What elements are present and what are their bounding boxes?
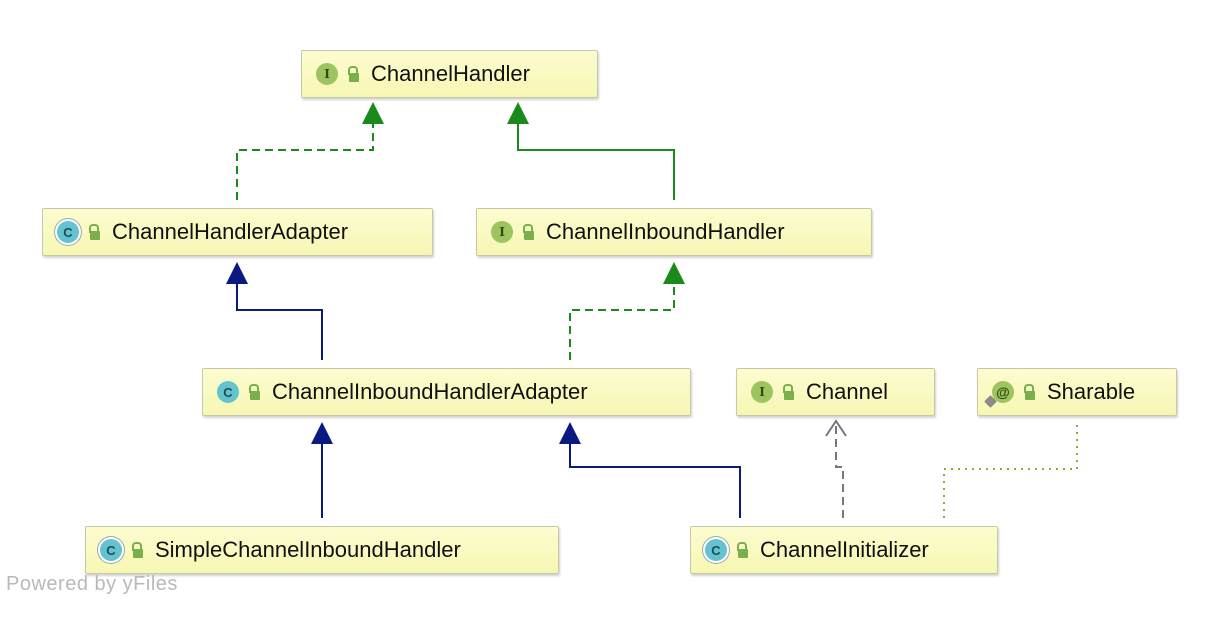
watermark-text: Powered by yFiles	[6, 573, 178, 595]
public-access-icon	[735, 542, 748, 558]
node-label: Sharable	[1047, 379, 1136, 404]
node-label: ChannelInboundHandlerAdapter	[272, 379, 588, 404]
node-channel-inbound-handler[interactable]: I ChannelInboundHandler	[476, 208, 872, 256]
abstract-class-icon: C	[705, 539, 727, 561]
edge-initializer-extends-inbound-adapter	[569, 442, 741, 518]
public-access-icon	[781, 384, 794, 400]
node-label: ChannelInboundHandler	[546, 219, 785, 244]
public-access-icon	[87, 224, 100, 240]
arrowhead-implements	[663, 262, 685, 284]
arrowhead-uses	[825, 419, 847, 437]
node-label: ChannelHandlerAdapter	[112, 219, 349, 244]
abstract-class-icon: C	[57, 221, 79, 243]
node-channel-initializer[interactable]: C ChannelInitializer	[690, 526, 998, 574]
interface-icon: I	[316, 63, 338, 85]
node-channel-handler-adapter[interactable]: C ChannelHandlerAdapter	[42, 208, 433, 256]
node-label: Channel	[806, 379, 888, 404]
annotation-icon: @	[984, 381, 1014, 408]
edge-inbound-adapter-implements-inbound	[569, 282, 675, 360]
node-channel-handler[interactable]: I ChannelHandler	[301, 50, 598, 98]
node-label: ChannelHandler	[371, 61, 530, 86]
node-label: ChannelInitializer	[760, 537, 929, 562]
node-channel[interactable]: I Channel	[736, 368, 935, 416]
node-sharable[interactable]: @ Sharable	[977, 368, 1177, 416]
public-access-icon	[1022, 384, 1035, 400]
edge-inbound-extends-handler	[517, 122, 675, 200]
class-icon: C	[217, 381, 239, 403]
arrowhead-extends	[226, 262, 248, 284]
arrowhead-extends-interface	[507, 102, 529, 124]
public-access-icon	[521, 224, 534, 240]
node-channel-inbound-handler-adapter[interactable]: C ChannelInboundHandlerAdapter	[202, 368, 691, 416]
edge-initializer-annotated-sharable	[943, 421, 1078, 518]
public-access-icon	[346, 66, 359, 82]
arrowhead-extends	[559, 422, 581, 444]
interface-icon: I	[751, 381, 773, 403]
node-label: SimpleChannelInboundHandler	[155, 537, 461, 562]
edge-adapter-implements-handler	[236, 122, 374, 200]
pin-icon	[984, 395, 997, 408]
interface-icon: I	[491, 221, 513, 243]
edge-inbound-adapter-extends-adapter	[236, 282, 323, 360]
arrowhead-extends	[311, 422, 333, 444]
arrowhead-implements	[362, 102, 384, 124]
abstract-class-icon: C	[100, 539, 122, 561]
edge-initializer-uses-channel	[835, 421, 844, 518]
node-simple-channel-inbound-handler[interactable]: C SimpleChannelInboundHandler	[85, 526, 559, 574]
public-access-icon	[247, 384, 260, 400]
public-access-icon	[130, 542, 143, 558]
